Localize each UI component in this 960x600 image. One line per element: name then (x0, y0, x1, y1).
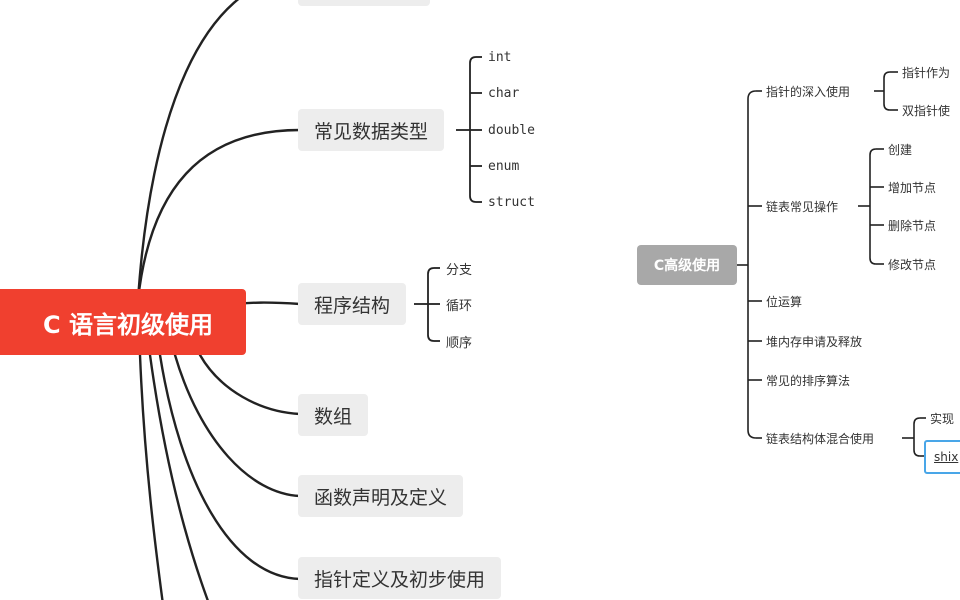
leaf-loop[interactable]: 循环 (446, 298, 473, 314)
leaf-sequence[interactable]: 顺序 (446, 335, 473, 351)
branch-pointers[interactable]: 指针定义及初步使用 (298, 557, 502, 599)
root-node-c-advanced[interactable]: C高级使用 (637, 245, 737, 285)
leaf-delete-node[interactable]: 删除节点 (884, 213, 941, 237)
leaf-branch[interactable]: 分支 (446, 262, 473, 278)
leaf-add-node[interactable]: 增加节点 (884, 175, 941, 199)
leaf-enum[interactable]: enum (488, 158, 520, 174)
branch-bit-operations[interactable]: 位运算 (762, 289, 807, 313)
editing-text: shix (934, 450, 959, 464)
branch-top-partial[interactable] (298, 0, 430, 6)
branch-arrays[interactable]: 数组 (298, 394, 369, 436)
leaf-modify-node[interactable]: 修改节点 (884, 252, 941, 276)
branch-program-structure[interactable]: 程序结构 (298, 283, 407, 325)
leaf-char[interactable]: char (488, 85, 520, 101)
leaf-double[interactable]: double (488, 122, 535, 138)
root-node-c-basic[interactable]: C 语言初级使用 (0, 289, 246, 355)
branch-sorting[interactable]: 常见的排序算法 (762, 368, 855, 392)
leaf-int[interactable]: int (488, 49, 512, 65)
leaf-double-pointer[interactable]: 双指针使 (898, 98, 955, 122)
branch-data-types[interactable]: 常见数据类型 (298, 109, 445, 151)
branch-heap-memory[interactable]: 堆内存申请及释放 (762, 329, 867, 353)
leaf-create[interactable]: 创建 (884, 137, 917, 161)
branch-list-struct-mixed[interactable]: 链表结构体混合使用 (762, 426, 879, 450)
leaf-pointer-as[interactable]: 指针作为 (898, 60, 955, 84)
branch-functions[interactable]: 函数声明及定义 (298, 475, 464, 517)
leaf-struct[interactable]: struct (488, 194, 535, 210)
branch-advanced-pointers[interactable]: 指针的深入使用 (762, 79, 855, 103)
leaf-implement[interactable]: 实现 (926, 406, 959, 430)
branch-linked-list-ops[interactable]: 链表常见操作 (762, 194, 843, 218)
leaf-editing-input[interactable]: shix (924, 440, 960, 474)
